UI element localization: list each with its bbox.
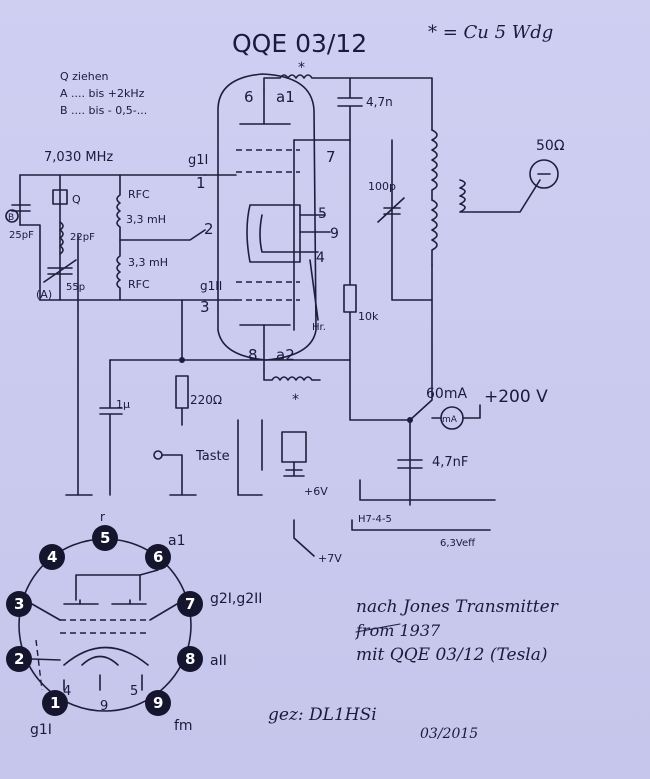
key-label: Taste [195,449,230,464]
svg-text:2: 2 [14,650,24,668]
frequency-label: 7,030 MHz [44,150,113,165]
tube-label-a2: a2 [276,346,295,364]
r220-label: 220Ω [190,393,222,407]
rfc2-label: RFC [128,278,150,291]
tube-pin-6: 6 [244,88,254,106]
antenna-label: 50Ω [536,138,565,154]
credits: nach Jones Transmitter from 1937 mit QQE… [268,597,559,742]
tube-lower-section: * 220Ω 1µ [99,299,351,496]
ground-left [65,234,93,496]
tune-cap-100p [377,139,433,301]
svg-text:9: 9 [153,694,163,712]
rfc1-label: RFC [128,188,150,201]
pin-5: 5 [92,525,118,551]
pin-2: 2 [6,646,32,672]
keying-circuit: Taste +6V +7V H7-4-5 6,3Veff [153,419,491,565]
tube-pin-2: 2 [204,220,214,238]
tube-pin-4: 4 [316,250,325,266]
c1u-label: 1µ [116,398,130,411]
svg-text:8: 8 [185,650,195,668]
title: QQE 03/12 [232,29,367,58]
heater-label: H7-4-5 [358,514,392,525]
r10k-label: 10k [358,310,379,323]
star-mark-bottom: * [292,392,299,408]
pinout-label-g2: g2I,g2II [210,591,262,607]
tuning-line-3: B .... bis - 0,5-... [60,104,147,117]
filament-label-4: 4 [63,684,71,699]
filament-label-9: 9 [100,699,108,714]
rfc1-value: 3,3 mH [126,213,166,226]
tube-pin-1: 1 [196,174,206,192]
tube-pin-9: 9 [330,226,339,242]
pin-1: 1 [42,690,68,716]
supply-label: +200 V [484,387,548,407]
tube-pinout: 5 6 7 8 9 1 2 3 4 4 9 5 r a1 g2I,g2II aI… [6,510,262,738]
heater-hr-label: Hr. [312,322,326,333]
meter-label: mA [442,415,458,425]
pin-9: 9 [145,690,171,716]
svg-text:1: 1 [50,694,60,712]
current-label: 60mA [426,386,467,402]
tube-qqe0312: 6 a1 1 g1I 7 5 9 4 2 g1II 3 8 a2 Hr. [188,73,339,371]
tuning-line-1: Q ziehen [60,70,108,83]
tube-label-a1: a1 [276,88,295,106]
date: 03/2015 [420,726,478,742]
label-b-circle [5,209,19,223]
label-a: (A) [36,288,52,301]
svg-text:6: 6 [153,548,163,566]
svg-text:3: 3 [14,595,24,613]
quartz-label: Q [72,193,81,206]
pin-8: 8 [177,646,203,672]
trimmer-55p [43,259,77,283]
pinout-label-a1: a1 [168,533,186,549]
pinout-label-fm: fm [174,718,193,734]
input-coil [59,221,64,255]
tube-pin-7: 7 [326,148,336,166]
cap-bottom-label: 4,7nF [432,455,468,470]
pin-7: 7 [177,591,203,617]
credit-line-2: from 1937 [355,621,441,640]
star-mark-top: * [298,60,305,76]
signature: gez: DL1HSi [268,705,377,725]
cap-22p-label: 22pF [70,232,95,243]
pinout-label-a2: aII [210,653,227,669]
relay-minus-label: +7V [318,552,342,565]
relay-coil [281,431,307,463]
tube-pin-8: 8 [248,346,258,364]
svg-text:5: 5 [100,529,110,547]
credit-line-3: mit QQE 03/12 (Tesla) [356,645,548,665]
pinout-label-top: r [100,510,105,524]
cap-25pf [11,174,31,226]
svg-text:4: 4 [47,548,57,566]
pin-4: 4 [39,544,65,570]
tube-label-g11: g1II [200,279,222,293]
plate-circuit: * 4,7n 50Ω 100p 10k mA 60mA +200 V 4,7nF [263,60,565,506]
relay-plus-label: +6V [304,485,328,498]
label-b: B [8,213,14,223]
rfc-chokes: RFC 3,3 mH 3,3 mH RFC [116,174,206,301]
pin-6: 6 [145,544,171,570]
tune-cap-label: 100p [368,180,396,193]
credit-line-1: nach Jones Transmitter [356,597,559,617]
tube-label-g1: g1I [188,153,208,168]
tuning-line-2: A .... bis +2kHz [60,87,145,100]
heater-voltage-label: 6,3Veff [440,538,476,549]
star-note: * = Cu 5 Wdg [428,22,553,43]
cap-top-label: 4,7n [366,95,393,109]
pin-3: 3 [6,591,32,617]
cap-25pf-label: 25pF [9,230,34,241]
svg-text:7: 7 [185,595,195,613]
pinout-label-g1: g1I [30,722,52,738]
cap-55p-label: 55p [66,282,85,293]
antenna-circle [529,159,559,189]
rfc2-value: 3,3 mH [128,256,168,269]
tube-pin-3: 3 [200,298,210,316]
oscillator-input-network: Q 22pF 55p B 25pF (A) [5,174,206,496]
quartz-crystal [52,189,68,205]
filament-label-5: 5 [130,684,138,699]
tube-pin-5: 5 [318,206,327,222]
